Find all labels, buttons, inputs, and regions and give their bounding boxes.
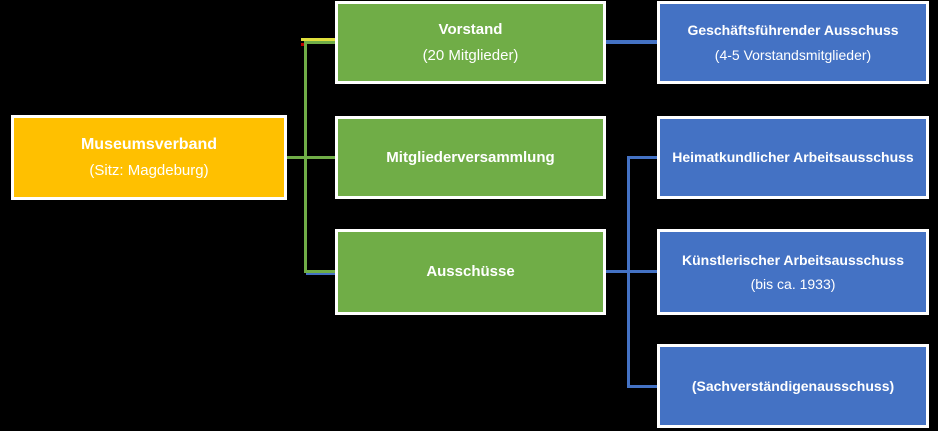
node-mitgliederversammlung-title: Mitgliederversammlung bbox=[386, 148, 555, 166]
connector-green-stem bbox=[287, 156, 335, 159]
connector-green-branch-top bbox=[304, 41, 335, 44]
connector-blue-branch-bottom bbox=[627, 385, 657, 388]
connector-yellow-overlap bbox=[301, 38, 335, 41]
node-kuenstlerischer-arbeitsausschuss-title: Künstlerischer Arbeitsausschuss bbox=[681, 251, 904, 268]
node-sachverstaendigenausschuss: (Sachverständigenausschuss) bbox=[657, 344, 929, 428]
node-geschaeftsfuehrender-ausschuss: Geschäftsführender Ausschuss (4-5 Vorsta… bbox=[657, 1, 929, 84]
node-sachverstaendigenausschuss-title: (Sachverständigenausschuss) bbox=[691, 377, 895, 394]
node-geschaeftsfuehrender-ausschuss-title: Geschäftsführender Ausschuss bbox=[687, 22, 899, 39]
connector-vorstand-link bbox=[606, 40, 657, 44]
node-vorstand-title: Vorstand bbox=[438, 21, 503, 39]
node-heimatkundlicher-arbeitsausschuss: Heimatkundlicher Arbeitsausschuss bbox=[657, 116, 929, 199]
node-heimatkundlicher-arbeitsausschuss-title: Heimatkundlicher Arbeitsausschuss bbox=[672, 149, 914, 166]
node-museumsverband-title: Museumsverband bbox=[80, 135, 218, 153]
connector-blue-branch-mid bbox=[606, 270, 657, 273]
node-vorstand: Vorstand (20 Mitglieder) bbox=[335, 1, 606, 84]
connector-red-endpoint-dot bbox=[301, 43, 304, 46]
node-ausschuesse: Ausschüsse bbox=[335, 229, 606, 315]
connector-blue-branch-top bbox=[627, 156, 657, 159]
node-ausschuesse-title: Ausschüsse bbox=[426, 263, 515, 281]
node-vorstand-subtitle: (20 Mitglieder) bbox=[422, 46, 519, 64]
node-mitgliederversammlung: Mitgliederversammlung bbox=[335, 116, 606, 199]
connector-blue-overlap-left bbox=[306, 273, 335, 275]
node-kuenstlerischer-arbeitsausschuss-subtitle: (bis ca. 1933) bbox=[750, 276, 836, 292]
connector-green-branch-bottom bbox=[304, 270, 335, 273]
node-museumsverband: Museumsverband (Sitz: Magdeburg) bbox=[11, 115, 287, 200]
connector-green-trunk bbox=[304, 41, 307, 273]
node-geschaeftsfuehrender-ausschuss-subtitle: (4-5 Vorstandsmitglieder) bbox=[714, 46, 872, 63]
node-kuenstlerischer-arbeitsausschuss: Künstlerischer Arbeitsausschuss (bis ca.… bbox=[657, 229, 929, 315]
node-museumsverband-subtitle: (Sitz: Magdeburg) bbox=[89, 162, 209, 180]
